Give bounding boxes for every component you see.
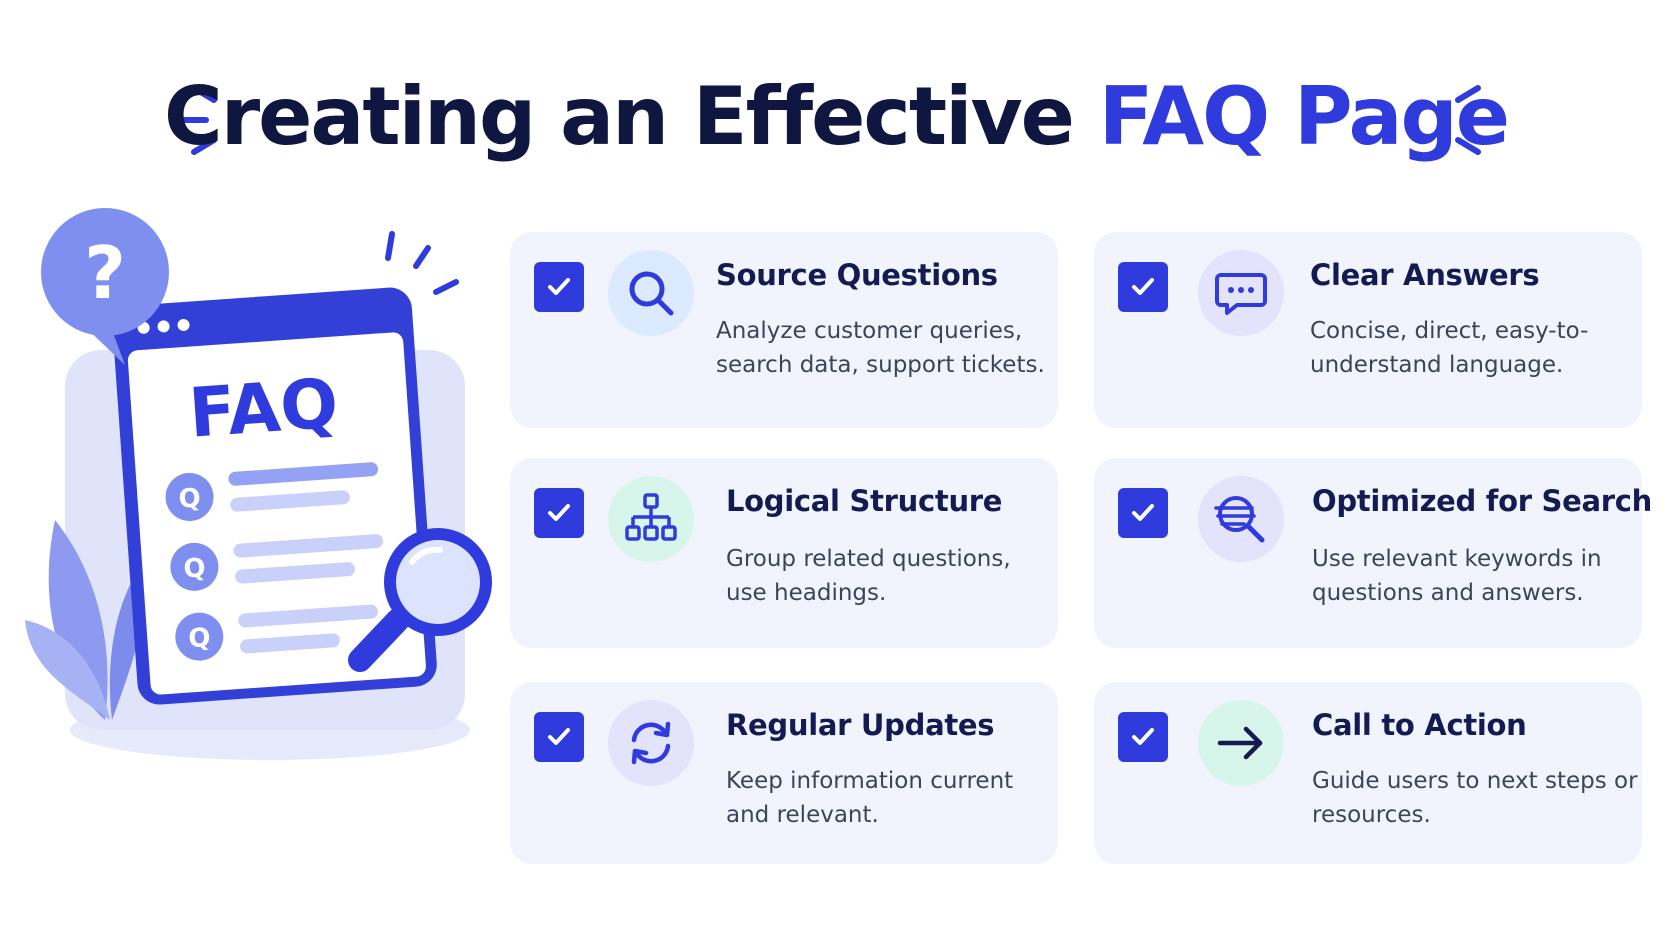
magnifier-icon: [348, 528, 492, 672]
burst-left-icon: [175, 85, 217, 155]
checkbox[interactable]: [1118, 262, 1168, 312]
burst-right-icon: [1455, 85, 1497, 155]
card-title: Regular Updates: [726, 708, 995, 742]
icon-badge: [608, 700, 694, 786]
faq-illustration: FAQ Q Q Q ?: [25, 208, 492, 760]
svg-text:Q: Q: [182, 553, 206, 584]
check-icon: [548, 504, 570, 521]
question-row: Q: [165, 462, 379, 522]
icon-badge: [1198, 700, 1284, 786]
card-description: Use relevant keywords in questions and a…: [1312, 546, 1602, 606]
check-icon: [1132, 278, 1154, 295]
check-icon: [1132, 728, 1154, 745]
check-icon: [1132, 504, 1154, 521]
card-logical-structure: Logical Structure Group related question…: [510, 458, 1058, 648]
card-title: Source Questions: [716, 258, 998, 292]
icon-badge: [608, 476, 694, 562]
svg-text:?: ?: [84, 231, 126, 315]
refresh-icon: [631, 721, 671, 765]
check-icon: [548, 728, 570, 745]
icon-badge: [1198, 250, 1284, 336]
card-title: Logical Structure: [726, 484, 1003, 518]
card-source-questions: Source Questions Analyze customer querie…: [510, 232, 1058, 428]
chat-bubble-icon: [1215, 273, 1267, 315]
arrow-right-icon: [1217, 726, 1263, 760]
checkbox[interactable]: [534, 712, 584, 762]
icon-badge: [608, 250, 694, 336]
window-faq-label: FAQ: [186, 365, 340, 454]
checkbox[interactable]: [1118, 712, 1168, 762]
sparkle-icon: [385, 231, 459, 295]
title-accent: FAQ Page: [1098, 70, 1510, 163]
checkbox[interactable]: [1118, 488, 1168, 538]
check-icon: [548, 278, 570, 295]
page-title: Creating an Effective FAQ Page: [0, 62, 1672, 172]
title-main: Creating an Effective: [163, 70, 1099, 163]
card-title: Call to Action: [1312, 708, 1527, 742]
card-description: Analyze customer queries, search data, s…: [716, 318, 1045, 378]
checkbox[interactable]: [534, 488, 584, 538]
card-title: Optimized for Search: [1312, 484, 1652, 518]
hierarchy-icon: [625, 493, 677, 541]
card-optimized-for-search: Optimized for Search Use relevant keywor…: [1094, 458, 1652, 648]
card-title: Clear Answers: [1310, 258, 1540, 292]
card-description: Guide users to next steps or resources.: [1312, 768, 1638, 828]
question-row: Q: [170, 534, 384, 591]
question-bubble-icon: ?: [41, 208, 169, 365]
card-clear-answers: Clear Answers Concise, direct, easy-to-u…: [1094, 232, 1642, 428]
window-body: [127, 332, 426, 695]
card-description: Concise, direct, easy-to-understand lang…: [1310, 318, 1589, 378]
icon-badge: [1198, 476, 1284, 562]
svg-text:Q: Q: [187, 623, 211, 654]
question-row: Q: [175, 604, 378, 661]
search-icon: [629, 271, 674, 316]
card-regular-updates: Regular Updates Keep information current…: [510, 682, 1058, 864]
card-call-to-action: Call to Action Guide users to next steps…: [1094, 682, 1642, 864]
card-description: Keep information current and relevant.: [726, 768, 1014, 828]
search-list-icon: [1214, 496, 1265, 543]
svg-text:Q: Q: [178, 483, 202, 514]
checkbox[interactable]: [534, 262, 584, 312]
card-description: Group related questions, use headings.: [726, 546, 1011, 606]
